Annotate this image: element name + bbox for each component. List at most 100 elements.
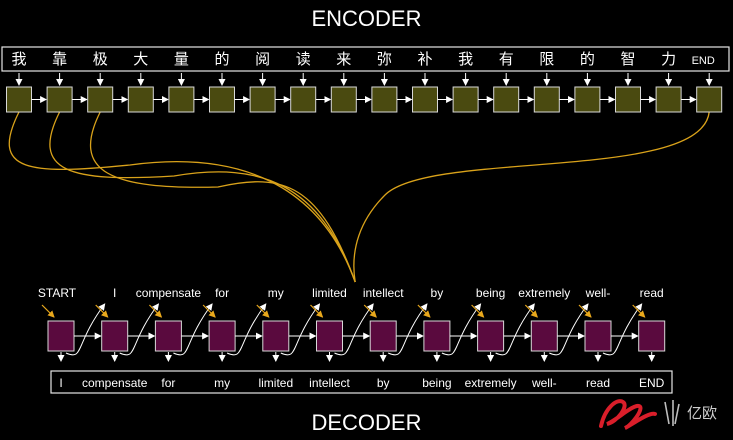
decoder-feedback-arrow bbox=[334, 303, 374, 356]
encoder-cell bbox=[696, 86, 723, 113]
decoder-output-token: being bbox=[422, 376, 451, 390]
decoder-output-token: well- bbox=[531, 376, 557, 390]
encoder-token: 极 bbox=[93, 50, 108, 68]
decoder-input-token: well- bbox=[585, 286, 611, 300]
decoder-title: DECODER bbox=[311, 410, 422, 435]
decoder-feedback-arrow bbox=[495, 303, 535, 356]
encoder-cell bbox=[290, 86, 317, 113]
encoder-cell bbox=[209, 86, 235, 113]
encoder-cell bbox=[452, 86, 479, 113]
decoder-input-arrow bbox=[578, 304, 592, 318]
encoder-token: 的 bbox=[214, 50, 229, 68]
decoder-cell bbox=[584, 320, 612, 352]
decoder-input-arrow bbox=[363, 304, 377, 318]
encoder-cell bbox=[493, 86, 520, 113]
decoder-input-token: I bbox=[113, 286, 116, 300]
decoder-output-box bbox=[50, 370, 673, 394]
decoder-feedback-arrow bbox=[226, 303, 267, 356]
encoder-cell bbox=[330, 86, 357, 113]
decoder-input-token: my bbox=[268, 286, 284, 300]
watermark-text: 亿欧 bbox=[687, 404, 717, 422]
decoder-input-arrow bbox=[256, 304, 270, 318]
encoder-token: 量 bbox=[174, 50, 189, 68]
decoder-input-arrow bbox=[202, 304, 216, 318]
encoder-token: 限 bbox=[539, 50, 554, 68]
decoder-input-arrow bbox=[310, 304, 324, 318]
decoder-cell bbox=[47, 320, 75, 352]
decoder-feedback-arrow bbox=[387, 303, 428, 356]
decoder-output-token: for bbox=[161, 376, 175, 390]
decoder-cell bbox=[154, 320, 182, 352]
watermark-logo: 亿欧 bbox=[599, 399, 717, 430]
decoder-input-arrow bbox=[95, 304, 109, 318]
encoder-token: END bbox=[692, 55, 715, 67]
decoder-input-token: START bbox=[38, 286, 77, 300]
encoder-token: 智 bbox=[620, 50, 635, 68]
decoder-input-token: by bbox=[431, 286, 444, 300]
decoder-output-token: extremely bbox=[465, 376, 517, 390]
attention-curve bbox=[353, 111, 710, 283]
decoder-cell bbox=[477, 320, 505, 352]
decoder-feedback-arrow bbox=[602, 303, 643, 356]
encoder-cell bbox=[412, 86, 438, 113]
decoder-input-arrow bbox=[632, 304, 646, 318]
decoder-output-token: END bbox=[639, 376, 665, 390]
attention-curve bbox=[89, 111, 356, 283]
encoder-cell bbox=[46, 86, 73, 113]
decoder-input-arrow bbox=[417, 304, 431, 318]
decoder-feedback-arrow bbox=[280, 303, 321, 356]
attention-curves bbox=[8, 111, 710, 283]
encoder-token: 阅 bbox=[255, 50, 270, 68]
decoder-feedback-arrow bbox=[441, 303, 482, 356]
encoder-token: 来 bbox=[336, 50, 351, 68]
decoder-output-token: by bbox=[377, 376, 390, 390]
encoder-cell bbox=[6, 86, 32, 113]
decoder-output-token: intellect bbox=[309, 376, 350, 390]
encoder-token: 我 bbox=[458, 50, 473, 68]
attention-curve bbox=[8, 111, 356, 283]
attention-curve bbox=[49, 111, 356, 283]
decoder-input-token: being bbox=[476, 286, 505, 300]
decoder-output-token: my bbox=[214, 376, 230, 390]
decoder-input-token: extremely bbox=[518, 286, 570, 300]
encoder-token: 的 bbox=[580, 50, 595, 68]
encoder-cell bbox=[168, 86, 195, 113]
encoder-token: 有 bbox=[499, 50, 514, 68]
decoder-input-token: intellect bbox=[363, 286, 404, 300]
decoder-input-arrow bbox=[471, 304, 485, 318]
decoder-cell bbox=[208, 320, 236, 352]
decoder-cell bbox=[530, 320, 558, 352]
decoder-cell bbox=[423, 320, 451, 352]
decoder-cell bbox=[101, 320, 129, 352]
decoder-feedback-arrow bbox=[173, 303, 213, 356]
decoder-output-token: I bbox=[59, 376, 62, 390]
decoder-output-token: limited bbox=[258, 376, 293, 390]
encoder-token: 我 bbox=[11, 50, 26, 68]
decoder-output-token: compensate bbox=[82, 376, 148, 390]
decoder-input-token: limited bbox=[312, 286, 347, 300]
decoder-input-token: for bbox=[215, 286, 229, 300]
decoder-input-token: compensate bbox=[136, 286, 202, 300]
decoder-input-arrow bbox=[148, 304, 163, 318]
encoder-token: 大 bbox=[133, 50, 148, 68]
decoder-input-arrow bbox=[41, 304, 55, 318]
decoder-cell bbox=[316, 320, 343, 352]
decoder-cell bbox=[369, 320, 397, 352]
decoder-input-arrow bbox=[524, 304, 539, 318]
decoder-feedback-arrow bbox=[119, 303, 159, 356]
decoder-input-token: read bbox=[640, 286, 664, 300]
encoder-cell bbox=[249, 86, 276, 113]
encoder-cell bbox=[371, 86, 398, 113]
encoder-cell bbox=[127, 86, 154, 113]
encoder-token: 读 bbox=[296, 50, 311, 68]
encoder-token: 靠 bbox=[52, 50, 67, 68]
decoder-cell bbox=[638, 320, 666, 352]
encoder-token: 弥 bbox=[377, 50, 392, 68]
encoder-title: ENCODER bbox=[311, 6, 422, 31]
encoder-token: 补 bbox=[417, 50, 432, 68]
decoder-feedback-arrow bbox=[549, 303, 589, 356]
